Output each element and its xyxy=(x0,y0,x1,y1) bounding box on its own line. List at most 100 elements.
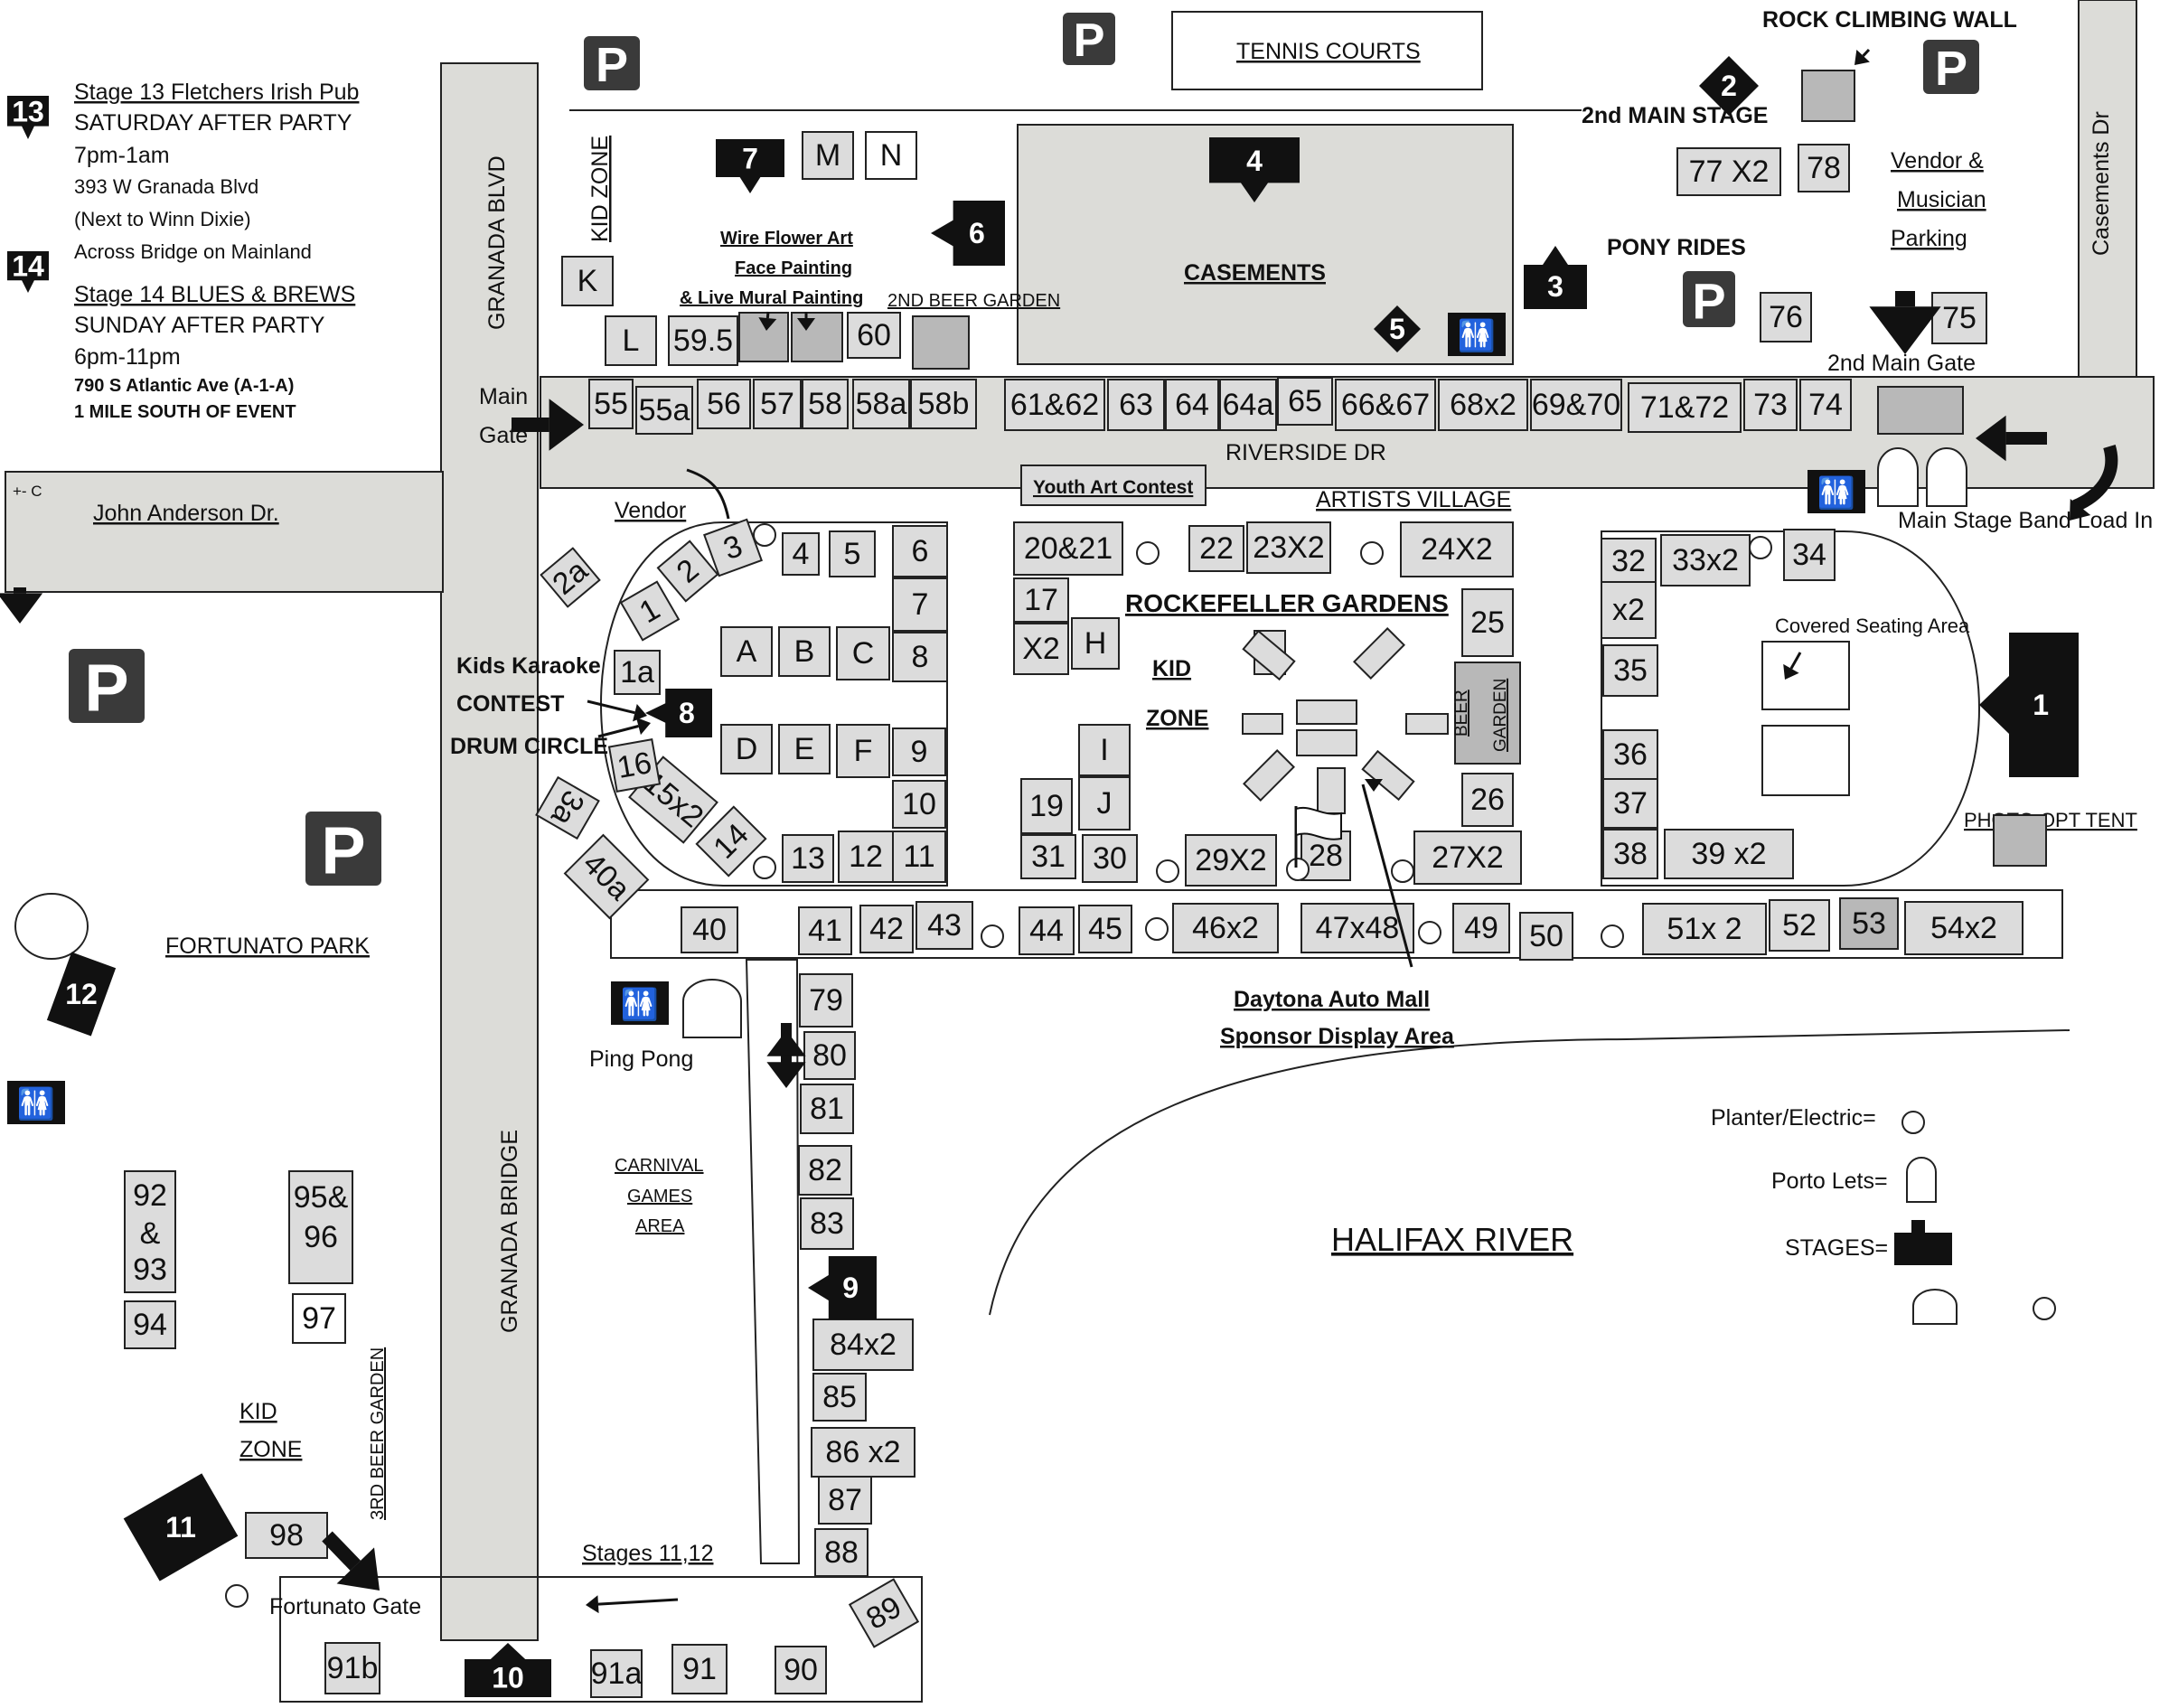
booth-label: 68x2 xyxy=(1450,388,1516,422)
booth-label: 57 xyxy=(760,387,794,421)
booth-49: 49 xyxy=(1452,903,1510,953)
wire-flower-label: Wire Flower Art xyxy=(720,229,853,249)
arrow-riverside-left xyxy=(1976,415,2047,462)
booth-label: 25 xyxy=(1470,605,1505,640)
booth-box xyxy=(695,805,767,877)
booth-box xyxy=(1004,379,1105,431)
booth-box xyxy=(1530,379,1622,431)
booth-label: 27X2 xyxy=(1432,840,1503,875)
stage-7: 7 xyxy=(716,139,784,193)
booth-box xyxy=(802,379,849,429)
stage-number: 4 xyxy=(1246,145,1263,177)
booth-box xyxy=(1019,906,1075,955)
booth-box xyxy=(910,379,977,429)
booth-label: 6 xyxy=(912,534,929,568)
booth-box xyxy=(561,256,614,306)
carnival-2: GAMES xyxy=(627,1187,692,1206)
arrow-shaft xyxy=(2077,500,2088,510)
booth-box xyxy=(798,906,852,955)
planter-3 xyxy=(1749,536,1772,559)
stages-11-12-label: Stages 11,12 xyxy=(582,1541,713,1566)
stage-shape xyxy=(7,251,49,293)
pony-rides-label: PONY RIDES xyxy=(1607,235,1746,260)
booth-box xyxy=(1078,724,1131,776)
kid-zone-mid-1: KID xyxy=(1152,656,1191,681)
booth-label: 83 xyxy=(810,1206,844,1241)
booth-label: 82 xyxy=(808,1153,842,1187)
booth--: & xyxy=(140,1216,161,1251)
stage-shape xyxy=(645,689,712,737)
john-anderson-label: John Anderson Dr. xyxy=(93,501,279,526)
booth-box xyxy=(852,379,910,429)
booth-box xyxy=(635,386,693,435)
arrow-john-anderson-down xyxy=(0,587,43,624)
booth-box xyxy=(1438,379,1528,431)
booth-55: 55 xyxy=(588,379,634,429)
fortunato-gate-label: Fortunato Gate xyxy=(269,1594,421,1619)
booth-label: 46x2 xyxy=(1192,911,1259,945)
booth-box xyxy=(1219,379,1277,431)
booth-74: 74 xyxy=(1799,379,1852,431)
booth-box xyxy=(892,727,946,776)
booth-label: 64a xyxy=(1223,388,1274,422)
booth-box xyxy=(124,1170,176,1293)
booth-label: 28 xyxy=(1309,839,1343,873)
booth-33x2: 33x2 xyxy=(1660,534,1751,587)
booth-label: 91b xyxy=(327,1651,379,1685)
booth-box xyxy=(1642,903,1767,955)
booth-41: 41 xyxy=(798,906,852,955)
booth-box xyxy=(778,626,831,677)
s14-title: Stage 14 BLUES & BREWS xyxy=(74,282,355,307)
legend-dome-icon xyxy=(1912,1289,1958,1325)
stage-number: 11 xyxy=(165,1511,196,1544)
booth-box xyxy=(892,780,946,829)
arrow-second-gate xyxy=(1869,291,1941,354)
booth-51x-2: 51x 2 xyxy=(1642,903,1767,955)
ring-left xyxy=(600,521,948,887)
booth-65: 65 xyxy=(1277,377,1333,426)
arrow-head xyxy=(1976,415,2006,462)
booth-box xyxy=(865,131,917,180)
booth-label: 91a xyxy=(591,1656,643,1691)
booth-box xyxy=(1335,379,1436,431)
parking-box xyxy=(1683,271,1735,327)
casements-dr-label: Casements Dr xyxy=(2089,111,2114,256)
booth-89: 89 xyxy=(848,1578,920,1648)
stage-6: 6 xyxy=(931,201,1005,266)
kid-zone-mid-2: ZONE xyxy=(1146,706,1208,731)
carnival-1: CARNIVAL xyxy=(615,1156,704,1176)
carnival-3: AREA xyxy=(635,1216,685,1236)
flag xyxy=(1295,806,1342,840)
booth-label: 39 x2 xyxy=(1691,837,1766,871)
s14-sub: SUNDAY AFTER PARTY xyxy=(74,313,325,338)
arrow-head xyxy=(586,1595,599,1614)
youth-art-label: Youth Art Contest xyxy=(1033,477,1193,498)
stage-14: 14 xyxy=(7,250,49,293)
booth-label: 81 xyxy=(810,1092,844,1126)
stage-1: 1 xyxy=(1979,633,2079,777)
booth-38: 38 xyxy=(1602,829,1658,879)
booth-b: B xyxy=(778,626,831,677)
booth-box xyxy=(782,532,820,576)
booth-4: 4 xyxy=(782,532,820,576)
booth-label: N xyxy=(880,138,903,173)
garden-tile-4 xyxy=(1405,713,1449,735)
planter-13 xyxy=(225,1584,249,1608)
legend-stages: STAGES= xyxy=(1785,1235,1888,1261)
booth-label: 17 xyxy=(1024,583,1058,617)
booth-label: 9 xyxy=(911,735,928,769)
booth-26: 26 xyxy=(1461,773,1514,827)
legend-planter-icon xyxy=(1901,1111,1925,1134)
booth-50: 50 xyxy=(1519,912,1573,961)
booth-98: 98 xyxy=(245,1512,328,1559)
booth-label: 36 xyxy=(1613,737,1648,772)
booth-label: 92 xyxy=(133,1178,167,1213)
booth-label: J xyxy=(1097,786,1113,821)
stage-11: 11 xyxy=(123,1473,239,1581)
booth-j: J xyxy=(1078,776,1131,831)
stage-12: 12 xyxy=(46,952,117,1037)
restroom-1: 🚻 xyxy=(1808,470,1865,513)
booth-label: 90 xyxy=(784,1653,818,1687)
artists-village-label: ARTISTS VILLAGE xyxy=(1316,487,1511,512)
booth-label: 38 xyxy=(1613,837,1648,871)
